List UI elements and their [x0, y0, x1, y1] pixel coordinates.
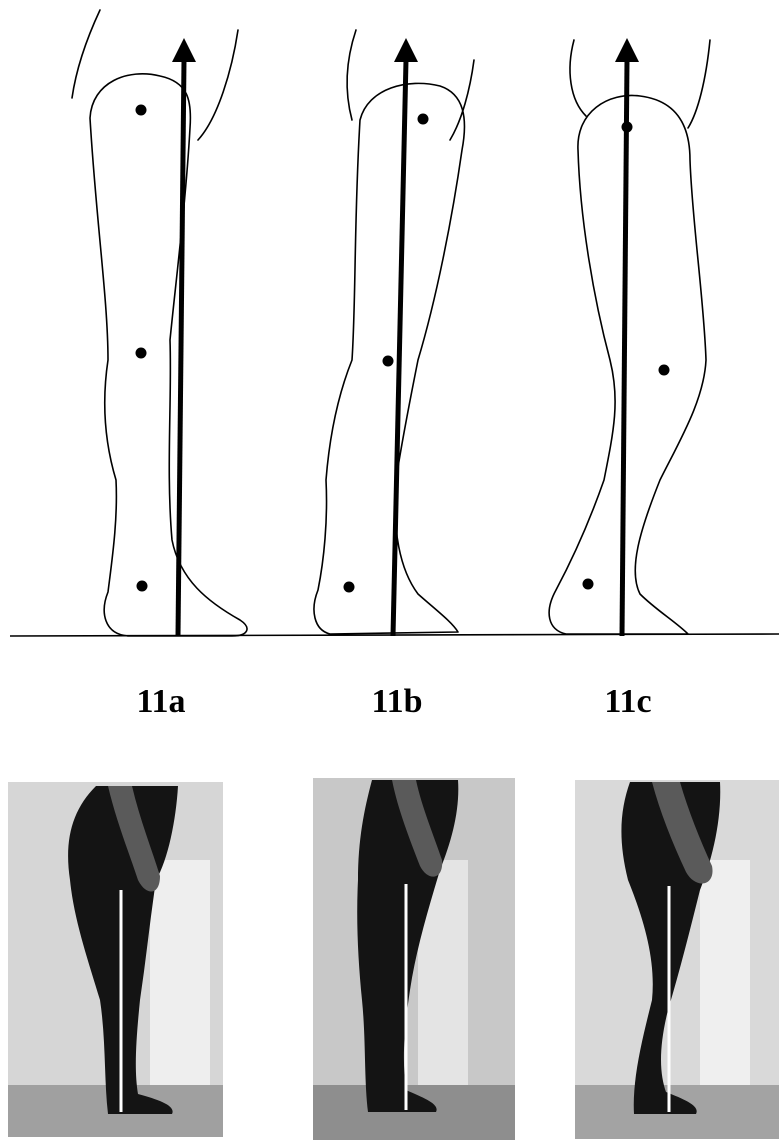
arrowhead-11a [172, 38, 196, 62]
buttock-outline-11c [688, 40, 710, 128]
photo-11b [313, 778, 515, 1140]
plumb-line-11c [622, 60, 627, 636]
label-11c: 11c [604, 683, 651, 720]
photo-11a [8, 782, 223, 1137]
photo-floor-11b [313, 1085, 515, 1140]
leg-drawing-11c [549, 38, 710, 636]
photo-wall-panel-11a [150, 860, 210, 1090]
leg-drawings [10, 10, 779, 636]
buttock-outline-11b [450, 60, 474, 140]
panel-labels: 11a 11b 11c [136, 683, 651, 720]
leg-outline-11a [90, 74, 247, 636]
arrowhead-11b [394, 38, 418, 62]
label-11a: 11a [136, 683, 185, 720]
ankle-marker-11a [137, 581, 148, 592]
torso-outline-11b [347, 30, 356, 120]
knee-marker-11c [659, 365, 670, 376]
torso-outline-11c [570, 40, 586, 116]
label-11b: 11b [371, 683, 422, 720]
arrowhead-11c [615, 38, 639, 62]
photos [8, 778, 779, 1140]
torso-outline-11a [72, 10, 100, 98]
plumb-line-11a [178, 60, 184, 636]
photo-11c [575, 780, 779, 1139]
buttock-outline-11a [198, 30, 238, 140]
photo-wall-panel-11c [700, 860, 750, 1090]
ankle-marker-11b [344, 582, 355, 593]
ankle-marker-11c [583, 579, 594, 590]
leg-drawing-11b [314, 30, 474, 636]
knee-marker-11b [383, 356, 394, 367]
ground-line [10, 634, 779, 636]
knee-marker-11a [136, 348, 147, 359]
hip-marker-11b [418, 114, 429, 125]
hip-marker-11a [136, 105, 147, 116]
leg-drawing-11a [72, 10, 247, 636]
